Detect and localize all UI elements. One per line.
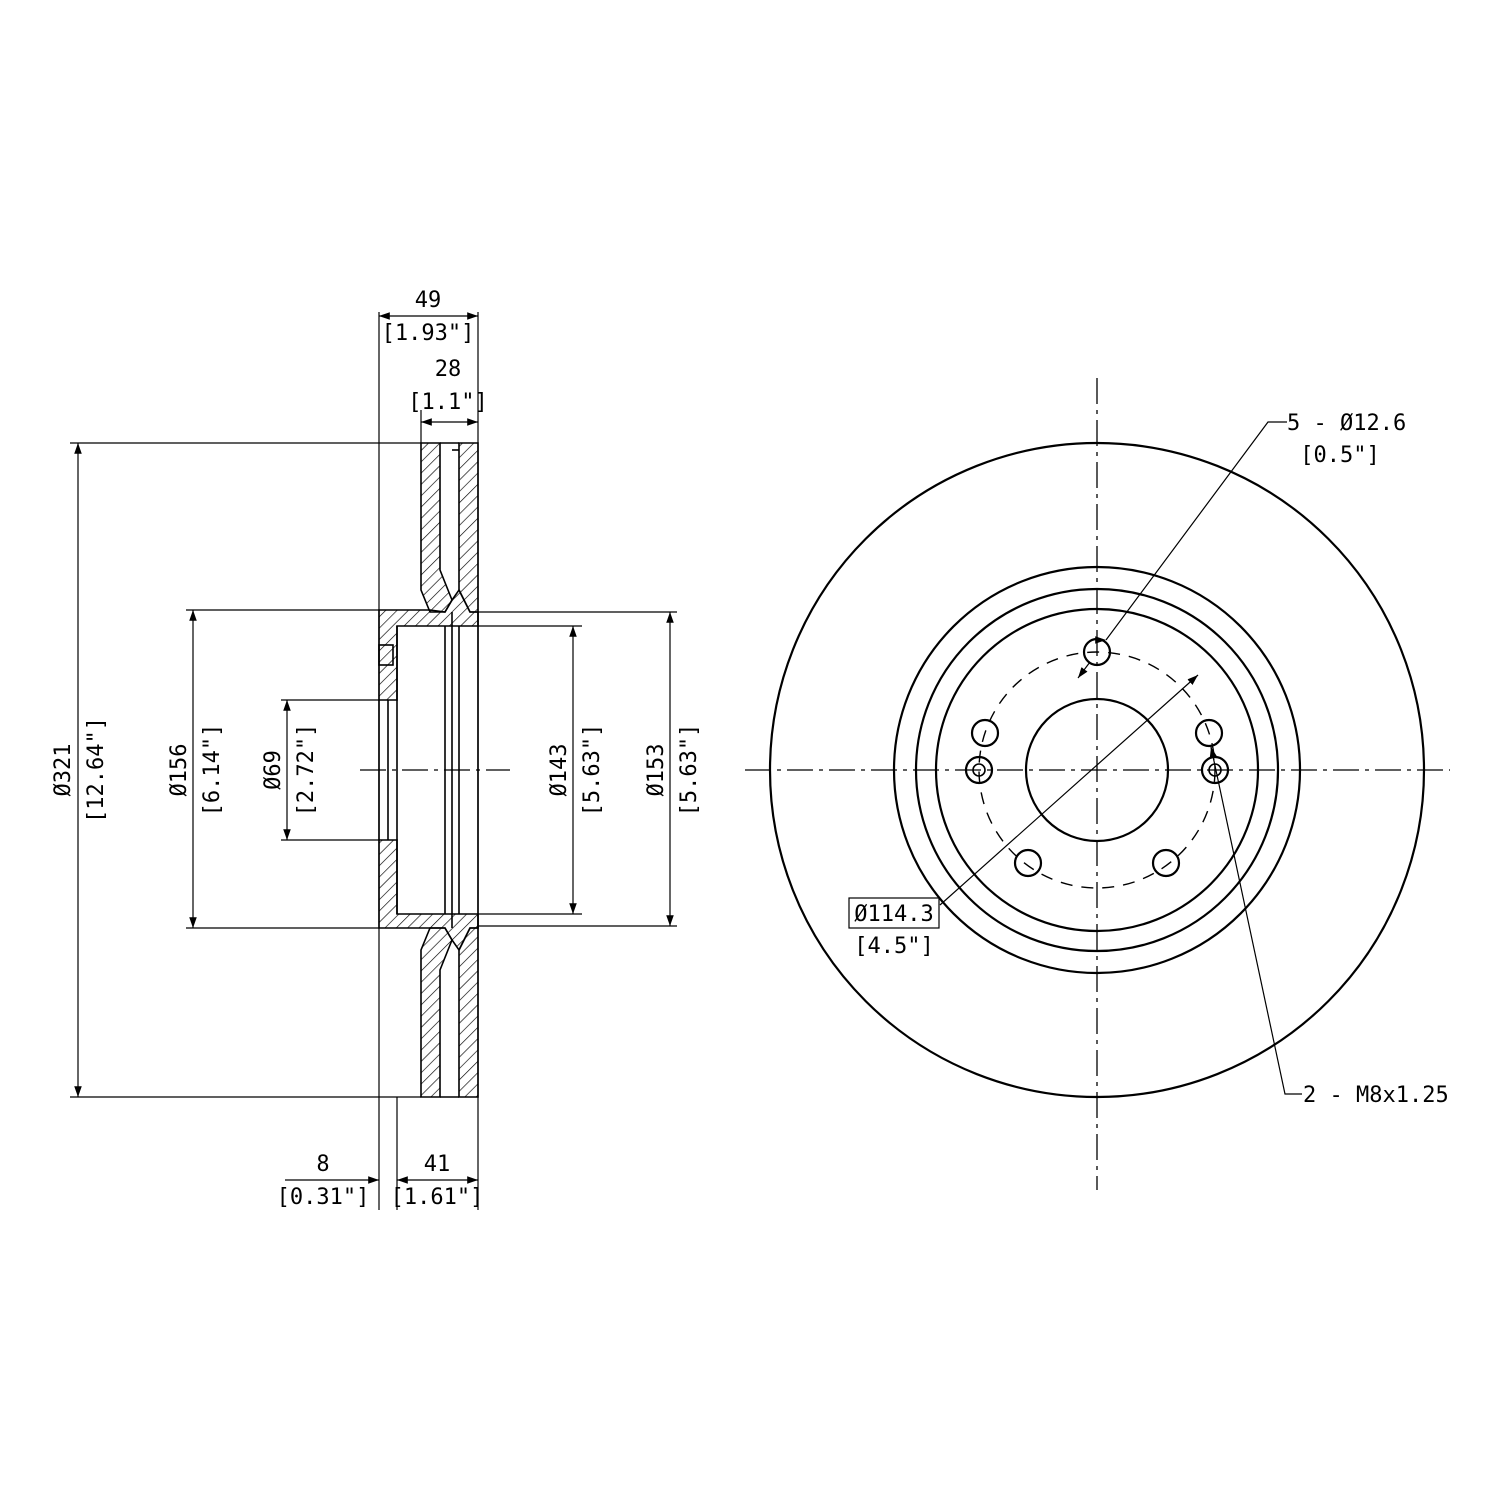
inner-153-inch: [5.63"] xyxy=(677,724,702,817)
outer-rim-circle xyxy=(768,441,1426,1099)
center-bore-label: Ø69 xyxy=(261,750,286,790)
hat-height-label: 41 xyxy=(424,1152,451,1177)
bolt-hole-2 xyxy=(970,718,1000,748)
hat-inner-circle xyxy=(934,607,1260,933)
bolt-circle xyxy=(978,651,1216,889)
outboard-plate-top xyxy=(420,442,453,613)
bolt-holes-inch: [0.5"] xyxy=(1300,443,1379,468)
thickness-inch: [1.1"] xyxy=(408,390,487,415)
overall-width-label: 49 xyxy=(415,288,442,313)
threaded-holes-label: 2 - M8x1.25 xyxy=(1303,1083,1449,1108)
hub-thickness-inch: [0.31"] xyxy=(277,1185,370,1210)
threaded-hole-left xyxy=(964,755,994,785)
inboard-plate-top xyxy=(458,442,479,613)
bolt-hole-4 xyxy=(1013,848,1043,878)
hat-flange-top xyxy=(378,588,479,701)
outer-diameter-label: Ø321 xyxy=(51,744,76,797)
overall-width-inch: [1.93"] xyxy=(382,321,475,346)
bolt-circle-box xyxy=(848,897,940,929)
bolt-hole-1 xyxy=(1082,637,1112,667)
hat-flange-bottom xyxy=(378,839,479,952)
threaded-hole-leader xyxy=(1210,746,1302,1095)
bolt-hole-3 xyxy=(1194,718,1224,748)
inner-153-label: Ø153 xyxy=(644,744,669,797)
bolt-holes-label: 5 - Ø12.6 xyxy=(1287,411,1406,436)
outer-diameter-inch: [12.64"] xyxy=(84,717,109,823)
front-view: 5 - Ø12.6 [0.5"] Ø114.3 [4.5"] 2 - M8x1.… xyxy=(745,378,1450,1190)
hat-diameter-label: Ø156 xyxy=(167,744,192,797)
bolt-circle-leader xyxy=(939,674,1199,906)
inner-143-label: Ø143 xyxy=(547,744,572,797)
hat-outer-circle xyxy=(892,565,1302,975)
center-bore-circle xyxy=(1024,697,1170,843)
bolt-circle-inch: [4.5"] xyxy=(854,934,933,959)
side-section-view: 49 [1.93"] 28 [1.1"] Ø321 [12.64"] Ø156 … xyxy=(51,288,702,1210)
hat-diameter-inch: [6.14"] xyxy=(200,724,225,817)
bolt-hole-leader xyxy=(1105,421,1287,641)
center-bore-inch: [2.72"] xyxy=(294,724,319,817)
outboard-plate-bottom xyxy=(420,927,453,1098)
inboard-plate-bottom xyxy=(458,927,479,1098)
thickness-label: 28 xyxy=(435,357,462,382)
hat-mid-circle xyxy=(914,587,1280,953)
bolt-hole-5 xyxy=(1151,848,1181,878)
hat-height-inch: [1.61"] xyxy=(391,1185,484,1210)
inner-143-inch: [5.63"] xyxy=(580,724,605,817)
hub-thickness-label: 8 xyxy=(316,1152,329,1177)
bolt-circle-label: Ø114.3 xyxy=(854,902,933,927)
